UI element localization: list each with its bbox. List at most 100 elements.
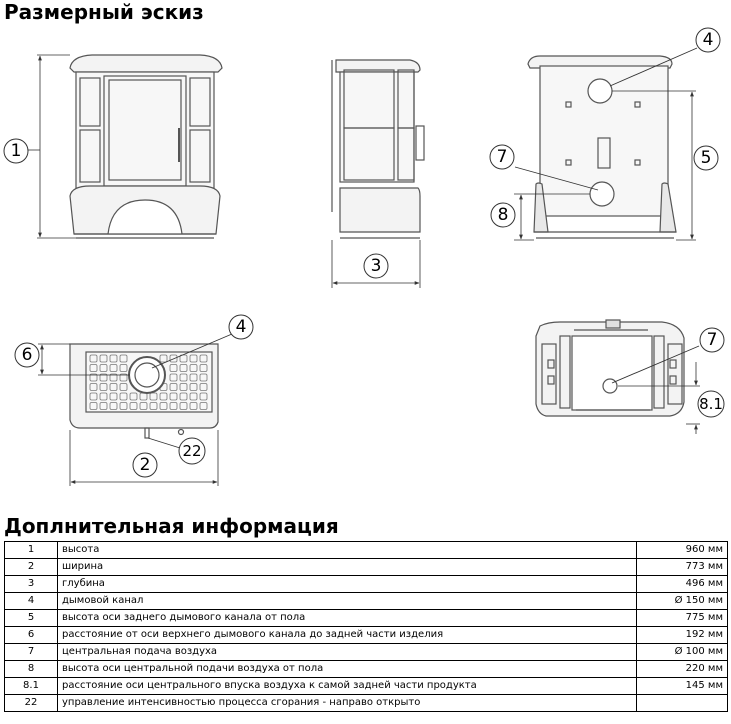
grate-hole (109, 364, 118, 372)
front-view (69, 54, 223, 239)
callout-6 (14, 342, 40, 368)
section-title: Доплнительная информация (4, 514, 339, 538)
grate-hole (189, 373, 198, 382)
grate-hole (199, 364, 208, 372)
cell-num: 8 (4, 660, 58, 678)
cell-label: расстояние оси центрального впуска возду… (57, 677, 637, 695)
cell-label: расстояние от оси верхнего дымового кана… (57, 626, 637, 644)
cell-num: 7 (4, 643, 58, 661)
cell-label: ширина (57, 558, 637, 576)
grate-hole (189, 402, 198, 410)
callout-8 (490, 202, 516, 228)
grate-hole (199, 373, 208, 382)
top-view (69, 343, 219, 439)
cell-value: Ø 100 мм (636, 643, 728, 661)
grate-hole (99, 354, 108, 363)
grate-hole (179, 392, 188, 401)
cell-num: 3 (4, 575, 58, 593)
callout-4-top-label: 4 (236, 317, 247, 337)
grate-hole (189, 383, 198, 391)
grate-hole (179, 373, 188, 382)
grate-hole (89, 373, 98, 382)
grate-hole (119, 364, 128, 372)
cell-num: 22 (4, 694, 58, 712)
grate-hole (179, 364, 188, 372)
grate-hole (199, 354, 208, 363)
callout-8-1-label: 8.1 (699, 395, 723, 413)
grate-hole (149, 402, 158, 410)
callout-7-rear-label: 7 (497, 147, 508, 167)
grate-hole (109, 383, 118, 391)
grate-hole (179, 383, 188, 391)
page-title: Размерный эскиз (4, 0, 204, 24)
callout-4-rear (695, 27, 721, 53)
callout-4-top (228, 314, 254, 340)
callout-22-label: 22 (182, 442, 201, 460)
grate-hole (99, 373, 108, 382)
grate-hole (89, 392, 98, 401)
grate-hole (99, 392, 108, 401)
callout-2 (132, 452, 158, 478)
grate-hole (199, 392, 208, 401)
dimension-drawing: 1 2 3 4 4 5 6 7 7 8 8.1 22 (3, 27, 725, 486)
grate-hole (189, 354, 198, 363)
callout-2-label: 2 (140, 455, 151, 475)
grate-hole (119, 354, 128, 363)
cell-value: 775 мм (636, 609, 728, 627)
grate-hole (89, 402, 98, 410)
cell-label: высота оси центральной подачи воздуха от… (57, 660, 637, 678)
grate-hole (169, 402, 178, 410)
callout-4-rear-label: 4 (703, 30, 714, 50)
cell-num: 1 (4, 541, 58, 559)
cell-value: 960 мм (636, 541, 728, 559)
cell-num: 5 (4, 609, 58, 627)
cell-value: 496 мм (636, 575, 728, 593)
grate-hole (119, 392, 128, 401)
grate-hole (99, 364, 108, 372)
grate-hole (89, 364, 98, 372)
grate-hole (189, 392, 198, 401)
grate-hole (109, 402, 118, 410)
callout-22 (178, 437, 206, 465)
grate-hole (149, 392, 158, 401)
callout-6-label: 6 (22, 345, 33, 365)
bottom-view (535, 319, 685, 417)
grate-hole (119, 383, 128, 391)
callout-1 (3, 138, 29, 164)
callout-8-1 (697, 390, 725, 418)
grate-hole (129, 392, 138, 401)
grate-hole (169, 392, 178, 401)
callout-3 (363, 253, 389, 279)
grate-hole (89, 354, 98, 363)
grate-hole (199, 402, 208, 410)
cell-value: Ø 150 мм (636, 592, 728, 610)
callout-7-bottom-label: 7 (707, 330, 718, 350)
grate-hole (169, 364, 178, 372)
grate-hole (99, 402, 108, 410)
grate-hole (99, 383, 108, 391)
grate-hole (89, 383, 98, 391)
callout-8-label: 8 (498, 205, 509, 225)
callout-3-label: 3 (371, 256, 382, 276)
side-view (331, 59, 425, 239)
grate-hole (159, 392, 168, 401)
callout-7-rear (489, 144, 515, 170)
cell-value (636, 694, 728, 712)
rear-view (527, 55, 677, 239)
callout-5-label: 5 (701, 148, 712, 168)
grate-hole (169, 354, 178, 363)
grate-hole (119, 373, 128, 382)
cell-value: 773 мм (636, 558, 728, 576)
cell-value: 145 мм (636, 677, 728, 695)
cell-value: 220 мм (636, 660, 728, 678)
